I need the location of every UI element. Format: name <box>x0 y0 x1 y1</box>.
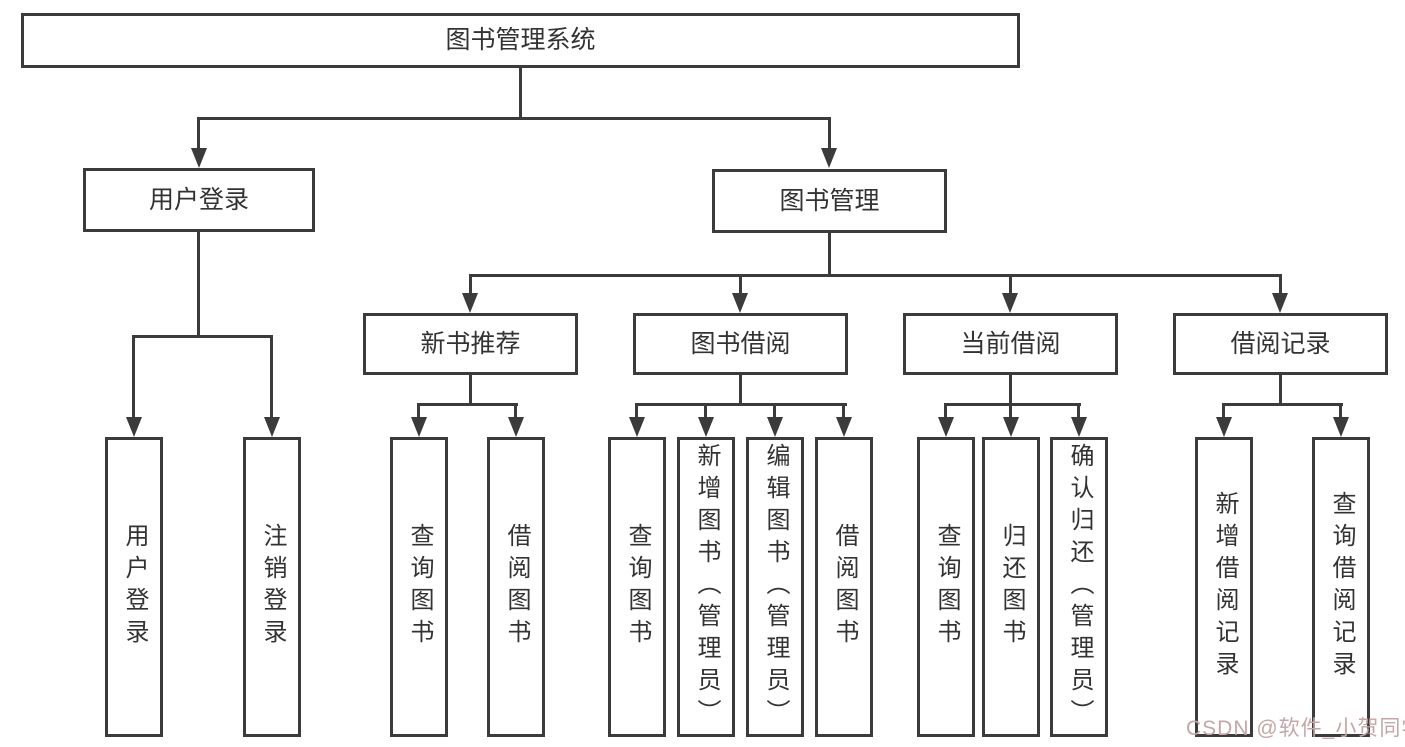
node-book-borrow-label: 图书借阅 <box>690 329 791 358</box>
connector-borrow-records-trunk <box>1279 375 1282 405</box>
node-book-management: 图书管理 <box>712 169 947 233</box>
arrowhead-book-borrow <box>732 293 748 313</box>
leaf-user-login-label: 用户登录 <box>121 523 148 651</box>
connector-current-borrow-bus <box>944 403 1081 406</box>
leaf-add-books-admin-label: 新增图书（管理员） <box>693 443 720 731</box>
csdn-watermark: CSDN @软件_小贺同学 <box>1186 717 1405 740</box>
leaf-query-books-borrow: 查询图书 <box>608 437 666 737</box>
leaf-query-borrow-record: 查询借阅记录 <box>1312 437 1370 737</box>
connector-drop-edit-books <box>773 403 776 419</box>
leaf-query-books-recommend-label: 查询图书 <box>406 523 433 651</box>
root-node: 图书管理系统 <box>21 13 1020 68</box>
connector-borrow-records-bus <box>1222 403 1343 406</box>
leaf-logout-login-label: 注销登录 <box>259 523 286 651</box>
connector-drop-borrow-books-2 <box>842 403 845 419</box>
connector-root-trunk <box>519 68 522 119</box>
connector-current-borrow-trunk <box>1009 375 1012 405</box>
arrowhead-query-books-1 <box>411 417 427 437</box>
leaf-return-books: 归还图书 <box>982 437 1040 737</box>
arrowhead-new-book <box>462 293 478 313</box>
arrowhead-confirm-return <box>1071 417 1087 437</box>
arrowhead-add-books <box>698 417 714 437</box>
arrowhead-leaf-user-login <box>126 417 142 437</box>
leaf-add-books-admin: 新增图书（管理员） <box>677 437 735 737</box>
connector-book-mgmt-trunk <box>828 232 831 277</box>
leaf-borrow-books-borrow: 借阅图书 <box>815 437 873 737</box>
arrowhead-user-login <box>191 148 207 168</box>
arrowhead-borrow-records <box>1272 293 1288 313</box>
connector-drop-query-books-1 <box>417 403 420 419</box>
leaf-edit-books-admin-label: 编辑图书（管理员） <box>762 443 789 731</box>
arrowhead-return-books <box>1003 417 1019 437</box>
connector-drop-add-books <box>704 403 707 419</box>
leaf-borrow-books-recommend-label: 借阅图书 <box>503 523 530 651</box>
arrowhead-current-borrow <box>1002 293 1018 313</box>
connector-drop-borrow-books-1 <box>514 403 517 419</box>
leaf-query-books-recommend: 查询图书 <box>390 437 448 737</box>
node-current-borrow: 当前借阅 <box>903 313 1118 375</box>
arrowhead-edit-books <box>767 417 783 437</box>
connector-level3-bus <box>469 274 1282 277</box>
connector-drop-current-borrow <box>1009 274 1012 295</box>
leaf-add-borrow-record-label: 新增借阅记录 <box>1211 491 1238 683</box>
node-book-borrow: 图书借阅 <box>633 313 848 375</box>
connector-drop-leaf-logout <box>270 335 273 419</box>
arrowhead-query-record <box>1333 417 1349 437</box>
connector-drop-new-book <box>469 274 472 295</box>
connector-new-book-bus <box>417 403 518 406</box>
node-borrow-records-label: 借阅记录 <box>1230 329 1331 358</box>
leaf-borrow-books-borrow-label: 借阅图书 <box>831 523 858 651</box>
leaf-query-books-current: 查询图书 <box>917 437 975 737</box>
node-new-book-recommend-label: 新书推荐 <box>420 329 521 358</box>
leaf-add-borrow-record: 新增借阅记录 <box>1195 437 1253 737</box>
root-node-label: 图书管理系统 <box>445 26 596 54</box>
leaf-borrow-books-recommend: 借阅图书 <box>487 437 545 737</box>
arrowhead-book-mgmt <box>821 148 837 168</box>
connector-drop-query-books-3 <box>944 403 947 419</box>
leaf-query-books-borrow-label: 查询图书 <box>624 523 651 651</box>
node-user-login: 用户登录 <box>83 168 315 232</box>
connector-drop-book-mgmt <box>828 117 831 150</box>
connector-user-login-bus <box>132 335 273 338</box>
node-borrow-records: 借阅记录 <box>1173 313 1388 375</box>
connector-drop-book-borrow <box>739 274 742 295</box>
leaf-query-borrow-record-label: 查询借阅记录 <box>1328 491 1355 683</box>
arrowhead-query-books-3 <box>938 417 954 437</box>
leaf-confirm-return-admin: 确认归还（管理员） <box>1050 437 1108 737</box>
leaf-user-login: 用户登录 <box>105 437 163 737</box>
leaf-return-books-label: 归还图书 <box>998 523 1025 651</box>
node-current-borrow-label: 当前借阅 <box>960 329 1061 358</box>
connector-book-borrow-bus <box>635 403 847 406</box>
leaf-logout-login: 注销登录 <box>243 437 301 737</box>
leaf-confirm-return-admin-label: 确认归还（管理员） <box>1066 443 1093 731</box>
connector-drop-return-books <box>1009 403 1012 419</box>
connector-drop-leaf-user-login <box>132 335 135 419</box>
arrowhead-leaf-logout <box>264 417 280 437</box>
connector-drop-borrow-records <box>1279 274 1282 295</box>
connector-drop-add-record <box>1222 403 1225 419</box>
leaf-edit-books-admin: 编辑图书（管理员） <box>746 437 804 737</box>
node-new-book-recommend: 新书推荐 <box>363 313 578 375</box>
arrowhead-borrow-books-1 <box>508 417 524 437</box>
arrowhead-add-record <box>1216 417 1232 437</box>
node-user-login-label: 用户登录 <box>148 185 249 214</box>
leaf-query-books-current-label: 查询图书 <box>933 523 960 651</box>
connector-drop-query-record <box>1339 403 1342 419</box>
connector-new-book-trunk <box>469 375 472 405</box>
connector-drop-query-books-2 <box>635 403 638 419</box>
connector-book-borrow-trunk <box>739 375 742 405</box>
arrowhead-query-books-2 <box>629 417 645 437</box>
connector-drop-user-login <box>197 117 200 150</box>
connector-level1-bus <box>197 117 831 120</box>
node-book-management-label: 图书管理 <box>779 186 880 215</box>
connector-drop-confirm-return <box>1077 403 1080 419</box>
connector-user-login-trunk <box>197 232 200 337</box>
arrowhead-borrow-books-2 <box>836 417 852 437</box>
